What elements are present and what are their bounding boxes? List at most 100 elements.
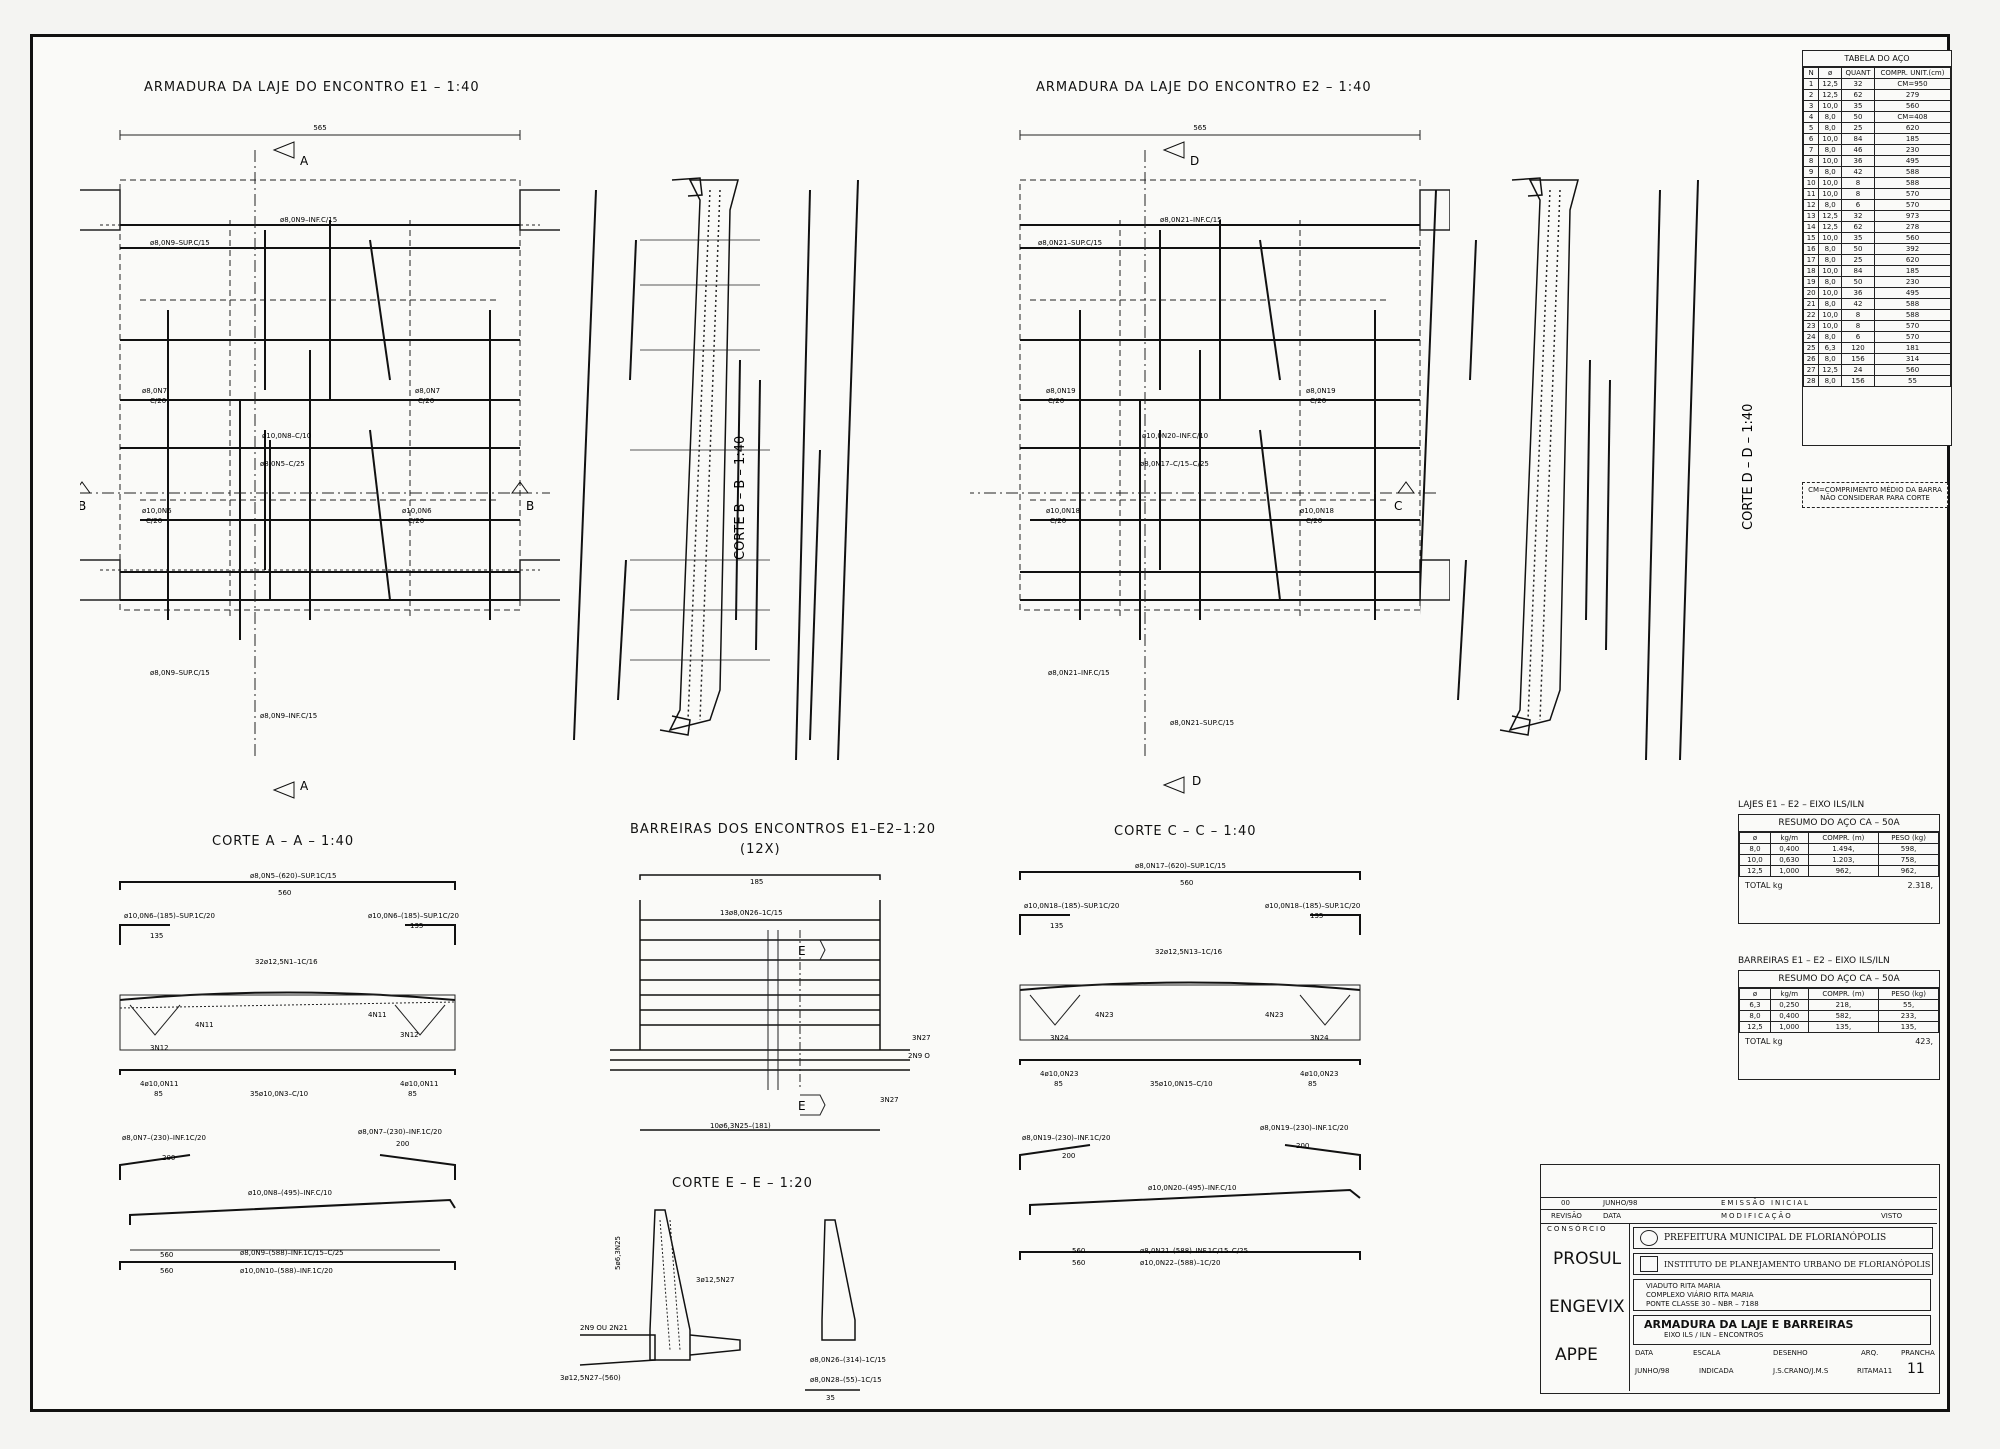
plan-e2-bot-inf: ø8,0N21–SUP.C/15 [1170,719,1234,727]
steel-table-cell: 156 [1841,375,1875,387]
plan-e2-n18-right: ø10,0N18 [1300,507,1334,515]
steel-table-cell: 25 [1841,254,1875,266]
corte-aa-n12-b: 3N12 [400,1031,419,1039]
ee-len35: 35 [826,1394,835,1400]
resumo-barreiras-cell: 582, [1807,1010,1880,1022]
steel-table-cell: 13 [1802,210,1820,222]
ee-n27b: 3ø12,5N27 [696,1276,734,1284]
steel-table-cell: 9 [1802,166,1820,178]
section-mark-b-right: B [526,499,534,513]
steel-table-cell: 185 [1874,133,1951,145]
steel-table-note: CM=COMPRIMENTO MÉDIO DA BARRA NÃO CONSID… [1802,482,1948,508]
steel-table-header-0: N [1802,67,1820,79]
steel-table-cell: 6 [1841,199,1875,211]
steel-table-cell: 570 [1874,188,1951,200]
resumo-lajes-caption: LAJES E1 – E2 – EIXO ILS/ILN [1738,800,1865,810]
steel-table-cell: 8,0 [1818,243,1843,255]
corte-bb-drawing: CORTE B – B – 1:40 [573,177,859,761]
corte-aa-top: ø8,0N5–(620)–SUP.1C/15 [250,872,336,880]
title-barreiras: BARREIRAS DOS ENCONTROS E1–E2–1:20 [630,822,937,837]
corte-aa-n8: ø10,0N8–(495)–INF.C/10 [248,1189,332,1197]
title-corte-dd: CORTE D – D – 1:40 [1741,404,1756,530]
corte-aa-len200-r: 200 [396,1140,409,1148]
corte-aa-n11-b: 4N11 [368,1011,387,1019]
corte-cc-len85-r: 85 [1308,1080,1317,1088]
steel-table-cell: 560 [1874,232,1951,244]
tb-rev-h1: REVISÃO [1551,1212,1582,1220]
corte-cc-n23-r: 4ø10,0N23 [1300,1070,1338,1078]
plan-e1-top-inf: ø8,0N9–INF.C/15 [280,216,337,224]
steel-table-cell: 314 [1874,353,1951,365]
resumo-lajes-total-label: TOTAL kg [1745,881,1783,890]
resumo-barreiras-total: 423, [1915,1037,1933,1046]
tb-rev-date: JUNHO/98 [1603,1199,1638,1207]
corte-cc-n13: 32ø12,5N13–1C/16 [1155,948,1223,956]
steel-table-cell: 588 [1874,309,1951,321]
plan-e2-top-inf: ø8,0N21–INF.C/15 [1160,216,1222,224]
corte-cc-top: ø8,0N17–(620)–SUP.1C/15 [1135,862,1226,870]
plan-e2-n20: ø10,0N20–INF.C/10 [1142,432,1208,440]
steel-table-cell: 570 [1874,199,1951,211]
corte-aa-n6-l: ø10,0N6–(185)–SUP.1C/20 [124,912,215,920]
corte-cc-n21: ø8,0N21–(588)–INF.1C/15–C/25 [1140,1247,1248,1255]
resumo-lajes-header-3: PESO (kg) [1878,832,1939,844]
steel-table-cell: 10,0 [1818,320,1843,332]
tb-prancha-number: 11 [1907,1361,1925,1377]
steel-table-cell: 32 [1841,210,1875,222]
steel-table-cell: 10,0 [1818,155,1843,167]
barreiras-drawing: 185 13ø8,0N26–1C/15 E E 3N27 2N9 OU N21 … [610,874,930,1131]
steel-table-cell: 10,0 [1818,133,1843,145]
steel-table-cell: 279 [1874,89,1951,101]
corte-cc-n24-b: 3N24 [1310,1034,1329,1042]
plan-e2-top-sup: ø8,0N21–SUP.C/15 [1038,239,1102,247]
title-corte-bb: CORTE B – B – 1:40 [733,436,748,560]
steel-table-cell: 62 [1841,89,1875,101]
corte-aa-len200-l: 200 [162,1154,175,1162]
ee-n28: ø8,0N28–(55)–1C/15 [810,1376,882,1384]
steel-table-cell: 6,3 [1818,342,1843,354]
resumo-lajes-cell: 8,0 [1739,843,1771,855]
resumo-barreiras-title: RESUMO DO AÇO CA – 50A [1739,971,1939,988]
title-block: 00 JUNHO/98 EMISSÃO INICIAL REVISÃO DATA… [1540,1164,1940,1394]
barreira-n27b: 3N27 [880,1096,899,1104]
tb-rev-h3: MODIFICAÇÃO [1721,1212,1793,1220]
corte-cc-n22: ø10,0N22–(588)–1C/20 [1140,1259,1220,1267]
section-mark-a-bottom: A [300,779,309,793]
corte-cc-n18-l: ø10,0N18–(185)–SUP.1C/20 [1024,902,1119,910]
steel-table-cell: 588 [1874,177,1951,189]
section-mark-d-bottom: D [1192,774,1201,788]
steel-table-cell: 36 [1841,287,1875,299]
corte-aa-top-len: 560 [278,889,291,897]
corte-cc-n23-b: 4N23 [1265,1011,1284,1019]
steel-table-cell: 5 [1802,122,1820,134]
steel-table-cell: 8,0 [1818,166,1843,178]
steel-table-cell: 24 [1802,331,1820,343]
resumo-lajes-cell: 1.203, [1807,854,1880,866]
ee-n27: 3ø12,5N27–(560) [560,1374,621,1382]
plan-e1-n6-right2: C/20 [408,517,424,525]
resumo-barreiras-cell: 233, [1878,1010,1939,1022]
plan-e1-n8: ø10,0N8–C/10 [262,432,311,440]
steel-table-cell: 23 [1802,320,1820,332]
resumo-lajes-cell: 10,0 [1739,854,1771,866]
steel-table-cell: 6 [1841,331,1875,343]
steel-table-cell: 8,0 [1818,276,1843,288]
plan-e2-drawing: 565 ø8,0N21–INF.C/15 ø8,0N21–SUP.C/15 ø8… [970,124,1450,794]
steel-table-cell: 230 [1874,144,1951,156]
tb-rev-h4: VISTO [1881,1212,1903,1220]
corte-aa-n11-l: 4ø10,0N11 [140,1080,178,1088]
